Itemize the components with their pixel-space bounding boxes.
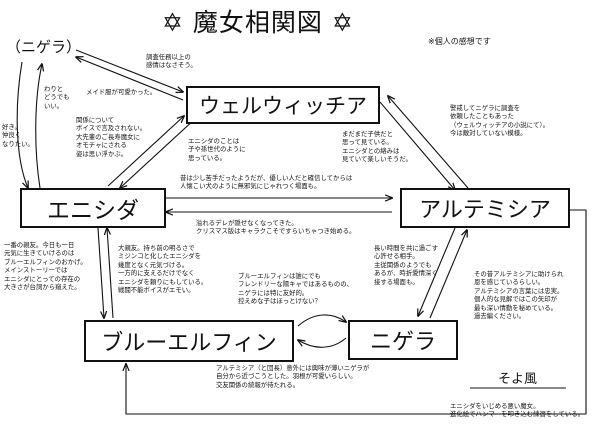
note-kankei: 関係について ボイスで言及されない。 大先輩のご長寿魔女に オモチャにされる 姿… bbox=[76, 116, 147, 158]
note-madamada: まだまだ子供だと 思って見ている。 エニシダとの絡みは 見ていて楽しいそうだ。 bbox=[342, 130, 412, 164]
arrow-wellwich-to-nigera-free bbox=[76, 57, 184, 101]
arrow-enishida-to-nigera-free bbox=[35, 64, 42, 189]
arrow-artemisia-to-wellwich bbox=[388, 96, 469, 189]
diagram-title: ✡ 魔女相関図 ✡ bbox=[162, 10, 354, 35]
nigera-free-label: （ニゲラ） bbox=[6, 38, 82, 56]
arrow-nigera-to-artemisia bbox=[429, 230, 467, 319]
node-wellwich: ウェルウィッチア bbox=[186, 86, 380, 124]
note-mukashi: 昔は少し苦手だったようだが、優しい人だと確信してからは 人懐こい犬のように無邪気… bbox=[180, 174, 353, 191]
arrow-artemisia-to-nigera bbox=[418, 227, 456, 316]
note-ooguma: 大親友。持ち前の明るさで ミジンコと化したエニシダを 幾度となく元気づける。 一… bbox=[118, 244, 208, 295]
note-wari: わりと どうでも いい。 bbox=[44, 85, 70, 110]
note-enishida-koto: エニシダのことは 子や孫世代のように 思っている。 bbox=[188, 137, 246, 162]
disclaimer-note: ※個人の感想です bbox=[428, 37, 491, 46]
note-nigera: アルテミシア（と団長）意外には興味が薄いニゲラが 自分から近づこうとした。羽根が… bbox=[216, 364, 370, 389]
note-ijime: エニシダをいじめる悪い魔女。 進化絵でハンマーを叩き込む練習をしている。 bbox=[450, 402, 585, 419]
arrow-nigera-free-to-wellwich bbox=[75, 49, 183, 92]
note-afureru: 溢れるデレが隠せなくなってきた。 クリスマス版はキャラクこそですらいちゃつき始め… bbox=[196, 219, 356, 236]
note-maid: メイド服が可愛かった。 bbox=[86, 88, 157, 96]
star-of-david-icon: ✡ bbox=[162, 8, 184, 37]
note-sono-mukashi: その昔アルテミシアに助けられ 恩を感じているらしい。 アルテミシアの言葉には忠実… bbox=[474, 270, 564, 321]
node-nigera: ニゲラ bbox=[348, 320, 458, 360]
page-title: 魔女相関図 bbox=[192, 8, 323, 37]
arrow-enishida-to-blue bbox=[97, 227, 104, 318]
node-artemisia: アルテミシア bbox=[400, 188, 570, 228]
note-keikai: 警戒してニゲラに調査を 依頼したこともあった （ウェルウィッチアの小説にて）。 … bbox=[450, 104, 550, 138]
note-ichiban: 一番の親友。今日も一日 元気に生きていけるのは ブルーエルフィンのおかげ。 メイ… bbox=[4, 241, 87, 292]
note-blue-nigera: ブルーエルフィンは誰にでも フレンドリーな陽キャではあるものの、 ニゲラには特に… bbox=[238, 272, 354, 306]
node-blue-elfin: ブルーエルフィン bbox=[84, 320, 294, 362]
note-suki: 好き。 仲良く なりたい。 bbox=[2, 123, 34, 148]
arrow-blue-to-nigera bbox=[297, 314, 346, 327]
arrow-enishida-to-wellwich bbox=[107, 116, 184, 187]
signature: そよ風 bbox=[498, 372, 538, 387]
arrow-nigera-free-to-enishida bbox=[16, 61, 28, 188]
note-chosa: 調査任務以上の 感情はなさそう。 bbox=[146, 53, 197, 70]
arrow-wellwich-to-enishida bbox=[120, 117, 197, 188]
arrow-artemisia-to-blue bbox=[126, 209, 587, 415]
note-nagai: 長い時間を共に過ごす 心許せる相手。 主従関係のようでも あるが、時折愛情深く … bbox=[374, 244, 438, 286]
arrow-blue-to-enishida bbox=[107, 228, 114, 319]
star-of-david-icon: ✡ bbox=[331, 8, 354, 37]
arrow-nigera-to-blue bbox=[298, 337, 347, 348]
arrow-wellwich-to-artemisia bbox=[379, 101, 455, 190]
node-enishida: エニシダ bbox=[20, 188, 166, 228]
